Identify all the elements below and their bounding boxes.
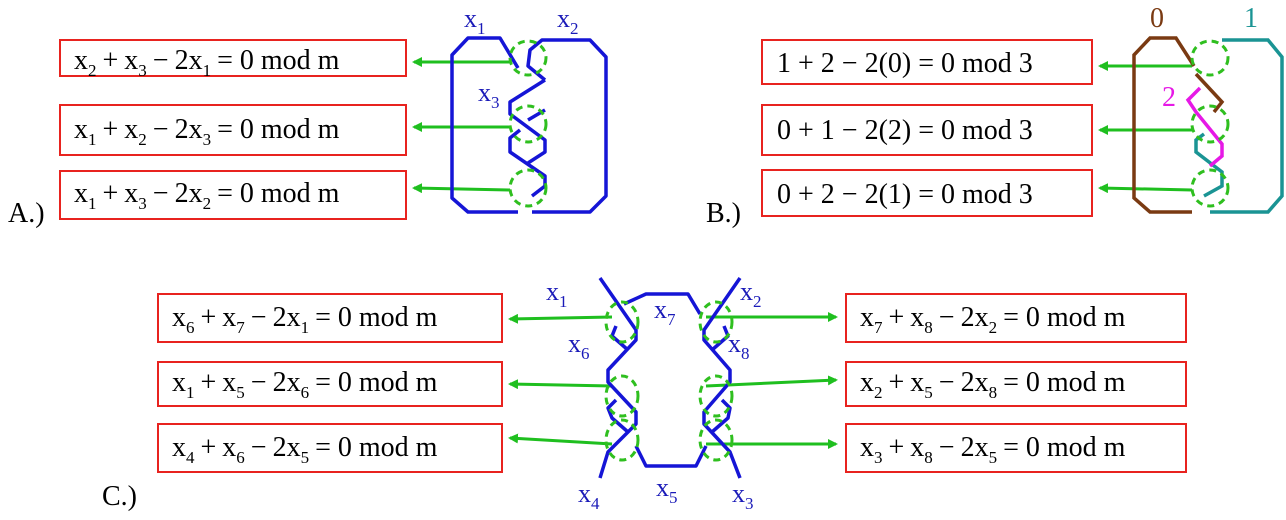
pretzel-knot-diagram [598,277,742,479]
equation-box-2 [761,104,1093,156]
crossing-marker [508,104,548,144]
label-x3: x3 [732,479,754,513]
bottom-connector [634,445,708,468]
crossing-marker [604,300,640,344]
right-column-strand [702,277,742,479]
panel-b-label: B.) [706,198,741,229]
arrow-left-2 [508,379,613,390]
equation-text: x6+x7−2x1= 0 mod m [172,302,438,337]
trefoil-knot-diagram [450,36,608,214]
panel-c-right-equation-1: x7+x8−2x2= 0 mod m [845,293,1187,343]
arrow-left-3 [508,433,613,446]
equation-text: x7+x8−2x2= 0 mod m [860,302,1126,337]
equation-box [157,361,503,407]
knot-strand-mid [508,128,547,198]
equation-box-3 [761,169,1093,217]
equation-text: x2+x3−2x1= 0 mod m [74,45,340,80]
equation-box [157,293,503,343]
arrow-to-equation-3 [412,183,511,194]
panel-b: B.) 1 + 2 − 2(0) = 0 mod 3 0 + 1 − 2(2) … [706,3,1284,229]
crossing-marker [698,374,734,418]
equation-box [59,39,407,77]
crossing-marker [698,418,734,462]
crossing-marker [508,168,548,208]
label-x8: x8 [728,329,750,363]
label-x2: x2 [740,277,762,311]
panel-a: A.) x2+x3−2x1= 0 mod m x1+x2−2x3= 0 mod … [8,4,608,229]
arrow-to-equation-3 [1098,183,1193,194]
equation-text: x2+x5−2x8= 0 mod m [860,367,1126,402]
panel-c-left-equation-2: x1+x5−2x6= 0 mod m [157,361,503,407]
crossing-marker [1190,39,1230,77]
panel-a-equation-3: x1+x3−2x2= 0 mod m [59,170,407,220]
equation-text: x4+x6−2x5= 0 mod m [172,432,438,467]
equation-box [59,170,407,220]
color-label-0: 0 [1150,3,1164,34]
equation-text-3: 0 + 2 − 2(1) = 0 mod 3 [777,179,1033,210]
right-column-over-2 [710,398,732,434]
equation-text: x3+x8−2x5= 0 mod m [860,432,1126,467]
panel-c-right-equation-2: x2+x5−2x8= 0 mod m [845,361,1187,407]
left-column-over-2 [606,398,630,434]
equation-text: x1+x3−2x2= 0 mod m [74,178,340,213]
label-x7: x7 [654,295,676,329]
label-x1: x1 [546,277,568,311]
panel-c-right-equation-3: x3+x8−2x5= 0 mod m [845,423,1187,473]
equation-text-1: 1 + 2 − 2(0) = 0 mod 3 [777,48,1033,79]
knot-strand-x3 [508,78,547,165]
color-label-1: 1 [1244,3,1258,34]
equation-box [845,293,1187,343]
equation-box [59,104,407,156]
strand-color-0 [1132,36,1225,214]
crossing-marker [1190,168,1230,208]
crossing-marker [508,39,548,77]
panel-c-left-equation-1: x6+x7−2x1= 0 mod m [157,293,503,343]
panel-a-equation-1: x2+x3−2x1= 0 mod m [59,39,407,80]
panel-c: C.) x6+x7−2x1= 0 mod m x1+x5−2x6= 0 mod … [102,277,1187,513]
label-x5: x5 [656,473,678,507]
label-x3: x3 [478,78,500,112]
label-x2: x2 [557,4,579,38]
panel-c-label: C.) [102,481,137,512]
equation-box [845,423,1187,473]
arrow-left-1 [508,313,613,324]
panel-a-label: A.) [8,198,45,229]
equation-text: x1+x5−2x6= 0 mod m [172,367,438,402]
crossing-marker [604,418,640,462]
crossing-marker [1190,104,1230,144]
panel-a-equation-2: x1+x2−2x3= 0 mod m [59,104,407,156]
label-x1: x1 [464,4,486,38]
label-x6: x6 [568,329,590,363]
equation-text-2: 0 + 1 − 2(2) = 0 mod 3 [777,115,1033,146]
crossing-marker [604,374,640,418]
equation-box [157,423,503,473]
equation-box [845,361,1187,407]
label-x4: x4 [578,479,600,513]
top-connector [623,292,702,315]
knot-strand-x1 [450,36,520,214]
equation-text: x1+x2−2x3= 0 mod m [74,114,340,149]
strand-color-2 [1185,86,1224,168]
crossing-marker [698,300,734,344]
equation-box-1 [761,39,1093,85]
panel-c-left-equation-3: x4+x6−2x5= 0 mod m [157,423,503,473]
knot-strand-x2 [526,38,608,214]
color-label-2: 2 [1162,82,1176,113]
left-column-strand [598,277,638,479]
strand-color-1 [1194,38,1284,214]
colored-trefoil-diagram [1132,36,1284,214]
